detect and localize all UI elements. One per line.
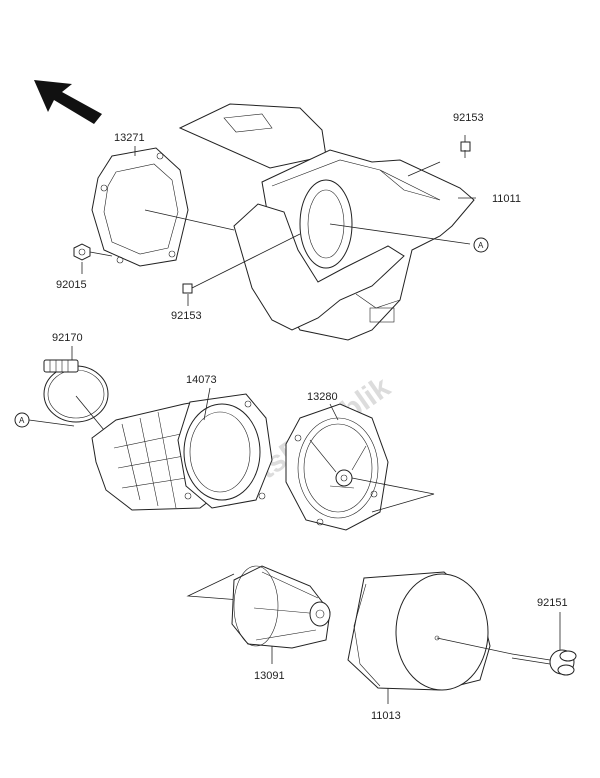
label-13091: 13091	[254, 670, 285, 682]
filter-frame-13091	[186, 565, 331, 664]
label-92153-top: 92153	[453, 112, 484, 124]
air-box-housing	[178, 103, 475, 341]
label-11013: 11013	[371, 710, 401, 722]
plate-13280	[285, 403, 435, 531]
label-92153-mid: 92153	[171, 310, 202, 322]
label-92170: 92170	[52, 332, 83, 344]
wing-bolt-92151	[511, 612, 577, 676]
bolt-92153-mid	[182, 233, 301, 294]
nut-92015	[73, 243, 113, 261]
front-direction-arrow-icon	[34, 80, 102, 124]
filter-element-11013	[347, 571, 513, 704]
reference-a-right: A	[478, 241, 484, 250]
label-14073: 14073	[186, 374, 217, 386]
label-92015: 92015	[56, 279, 87, 291]
plate-13271	[91, 147, 235, 267]
duct-14073	[91, 387, 273, 511]
label-13271: 13271	[114, 132, 145, 144]
label-92151: 92151	[537, 597, 568, 609]
bolt-92153-top	[407, 135, 471, 177]
label-13280: 13280	[307, 391, 338, 403]
label-11011: 11011	[492, 193, 521, 205]
reference-a-left: A	[19, 416, 25, 425]
clamp-92170	[43, 359, 109, 431]
